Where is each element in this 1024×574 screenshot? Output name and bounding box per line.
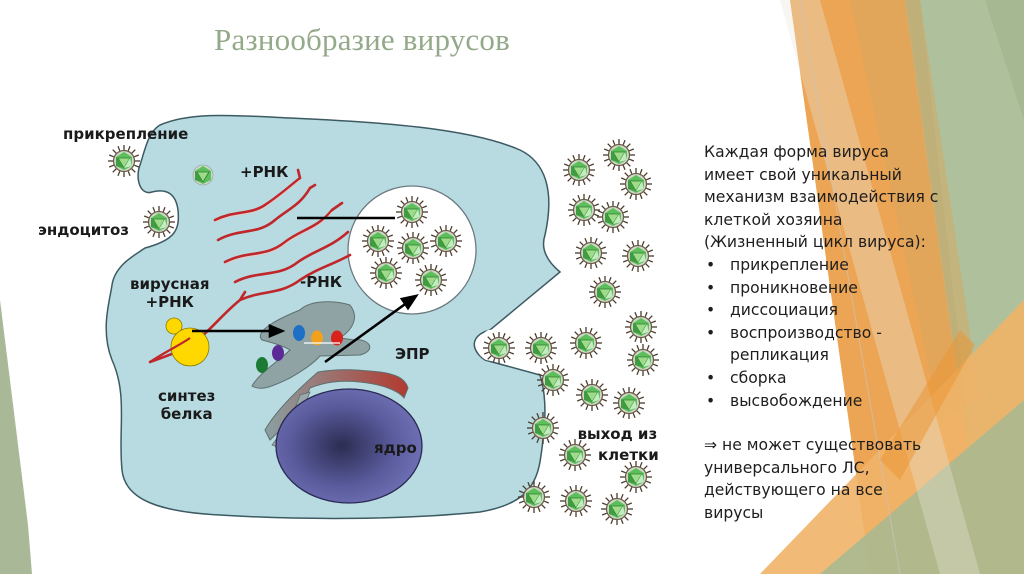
stage-label: прикрепление [730,255,849,274]
bullet-icon: • [706,323,716,342]
intro-line: механизм взаимодействия с [704,188,939,207]
label-minus-rna: -РНК [300,273,343,291]
list-item: • сборка [704,367,1004,390]
bullet-icon: • [706,301,716,320]
nucleus [275,388,423,504]
label-viral-rna-line1: вирусная [130,275,210,293]
lifecycle-stages-list: • прикрепление • проникновение • диссоциаци… [704,254,1004,412]
label-viral-rna-line2: +РНК [145,293,194,311]
intro-line: (Жизненный цикл вируса): [704,233,926,252]
list-item: • высвобождение [704,390,1004,413]
intro-line: имеет свой уникальный [704,165,902,184]
list-item: • прикрепление [704,254,1004,277]
slide-title: Разнообразие вирусов [214,22,510,57]
conclusion-line: действующего на все [704,481,883,500]
label-exit-line2: клетки [598,446,659,464]
label-nucleus: ядро [374,439,417,457]
bullet-icon: • [706,391,716,410]
label-endocytosis: эндоцитоз [38,221,130,239]
bullet-icon: • [706,278,716,297]
conclusion-text: ⇒ не может существовать универсального Л… [704,434,1004,524]
label-protein-synthesis-line2: белка [160,405,213,423]
list-item: • диссоциация [704,299,1004,322]
intro-line: Каждая форма вируса [704,143,889,161]
stage-label: высвобождение [730,391,863,410]
lifecycle-text: Каждая форма вируса имеет свой уникальны… [704,141,1004,525]
label-protein-synthesis: синтез белка [158,387,215,423]
list-item: • воспроизводство - репликация [704,322,1004,367]
stage-label: сборка [730,368,787,387]
conclusion-line: универсального ЛС, [704,458,870,477]
label-protein-synthesis-line1: синтез [158,387,216,405]
intro-line: клеткой хозяина [704,210,843,229]
stage-label: проникновение [730,278,858,297]
conclusion-line: вирусы [704,503,764,522]
label-exit-line1: выход из [577,425,658,443]
label-exit: выход из клетки [576,425,659,464]
label-plus-rna: +РНК [240,163,289,181]
stage-label: диссоциация [730,301,839,320]
conclusion-line: ⇒ не может существовать [704,436,922,455]
stage-label: воспроизводство - [730,323,882,342]
list-item: • проникновение [704,277,1004,300]
endoplasmic-reticulum [251,301,371,389]
intro-text: Каждая форма вируса имеет свой уникальны… [704,141,1004,254]
label-er: ЭПР [395,345,430,363]
label-viral-rna: вирусная +РНК [130,275,210,311]
label-attachment: прикрепление [63,125,189,143]
bullet-icon: • [706,255,716,274]
bullet-icon: • [706,368,716,387]
stage-label: репликация [730,346,829,365]
